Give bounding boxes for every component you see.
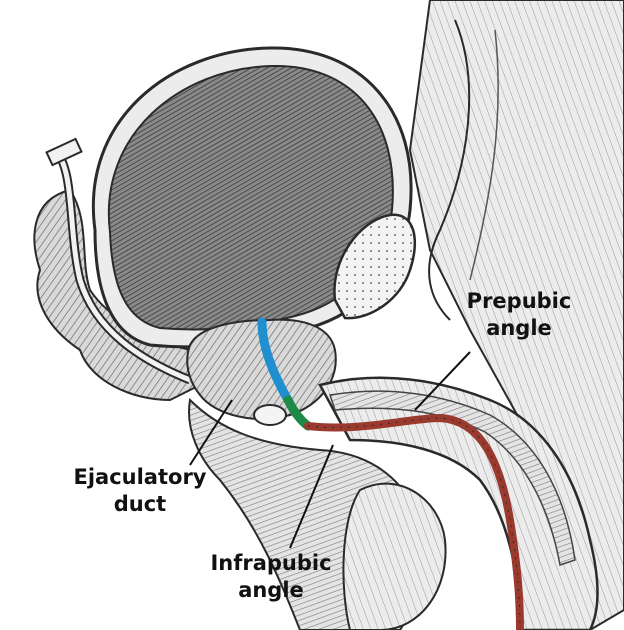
infrapubic-label-line1: Infrapubic <box>210 551 332 575</box>
prostatic-urethra <box>257 317 293 405</box>
infrapubic-leader <box>289 444 334 549</box>
ejaculatory-duct-label: Ejaculatory duct <box>60 464 220 518</box>
bulbourethral-gland <box>253 404 287 426</box>
rectus-strip <box>428 19 471 321</box>
prepubic-angle-label: Prepubic angle <box>444 288 594 342</box>
ejaculatory-label-line2: duct <box>113 492 167 516</box>
rectus-strip-2 <box>469 29 499 281</box>
prepubic-label-line1: Prepubic <box>466 289 572 313</box>
infrapubic-label-line2: angle <box>238 578 304 602</box>
pubic-symphysis <box>333 213 417 320</box>
infrapubic-angle-label: Infrapubic angle <box>196 550 346 604</box>
prepubic-leader <box>414 351 471 411</box>
bulb <box>342 482 447 630</box>
prepubic-label-line2: angle <box>486 316 552 340</box>
ejaculatory-label-line1: Ejaculatory <box>73 465 207 489</box>
vas-deferens-cut <box>45 137 83 167</box>
ejaculatory-leader <box>189 399 233 466</box>
penis-shaft <box>318 376 599 630</box>
